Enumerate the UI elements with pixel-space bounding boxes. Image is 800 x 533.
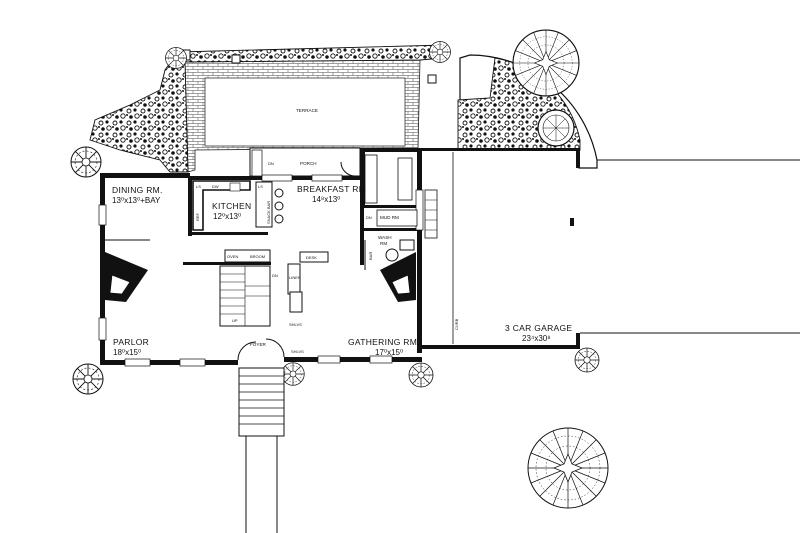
terrace-open-area [204, 77, 406, 147]
curb-label: CURB [454, 318, 459, 330]
stair-dn-label: DN [272, 273, 278, 278]
tree-icon [70, 146, 102, 178]
entry-walk [245, 436, 278, 533]
driveway-edge [580, 159, 800, 334]
landscape [70, 29, 800, 533]
fixture-labels: DN DN DN UP DW REF LS LS SNACK BAR OVEN … [195, 161, 459, 354]
porch-dn-label: DN [268, 161, 274, 166]
mud-label: MUD RM [380, 215, 399, 220]
broom-label: BROOM [250, 254, 265, 259]
ref-label: REF [195, 212, 200, 221]
parlor-dim: 18⁰x15⁰ [113, 348, 141, 357]
windows [98, 174, 424, 367]
interior-fixtures [105, 149, 574, 361]
gathering-dim: 17⁰x15⁰ [375, 348, 403, 357]
snack-bar-label: SNACK BAR [266, 201, 271, 224]
kitchen-dim: 12⁰x13⁰ [213, 212, 241, 221]
tree-icon [281, 362, 305, 386]
tree-icon [72, 363, 104, 395]
kitchen-island [255, 181, 273, 228]
tree-icon [165, 47, 187, 69]
breakfast-dim: 14⁸x13⁰ [312, 195, 340, 204]
gathering-label: GATHERING RM. [348, 337, 420, 347]
wash-label-2: RM [380, 241, 387, 246]
garage-label: 3 CAR GARAGE [505, 323, 572, 333]
entry-steps [238, 367, 285, 437]
gathering-fireplace [380, 252, 416, 302]
dw-label: DW [212, 184, 219, 189]
dining-label: DINING RM. [112, 185, 163, 195]
ls2-label: LS [258, 184, 263, 189]
large-tree-icon [527, 427, 609, 509]
mud-dn-label: DN [366, 215, 372, 220]
breakfast-label: BREAKFAST RM [297, 184, 366, 194]
terrace-label: TERRACE [296, 108, 318, 113]
stair-up-label: UP [232, 318, 238, 323]
tree-icon [408, 362, 434, 388]
tree-icon [574, 347, 600, 373]
tree-icon [429, 41, 451, 63]
linen-label: LINEN [289, 275, 301, 280]
dining-dim: 13⁰x13⁰+BAY [112, 196, 161, 205]
kitchen-label: KITCHEN [212, 201, 251, 211]
porch-label: PORCH [300, 161, 317, 166]
parlor-label: PARLOR [113, 337, 149, 347]
foyer-label: FOYER [250, 342, 267, 347]
wash-label: WASH [378, 235, 392, 240]
shlvs2-label: SHLVS [291, 349, 304, 354]
oven-label: OVEN [227, 254, 238, 259]
house-walls [100, 148, 580, 365]
ls-label: LS [196, 184, 201, 189]
garage-dim: 23⁴x30⁸ [522, 334, 551, 343]
bar-label: BAR [368, 252, 373, 260]
desk-label: DESK [306, 255, 317, 260]
shlvs-label: SHLVS [289, 322, 302, 327]
room-labels: TERRACE PORCH DINING RM. 13⁰x13⁰+BAY KIT… [112, 108, 572, 357]
